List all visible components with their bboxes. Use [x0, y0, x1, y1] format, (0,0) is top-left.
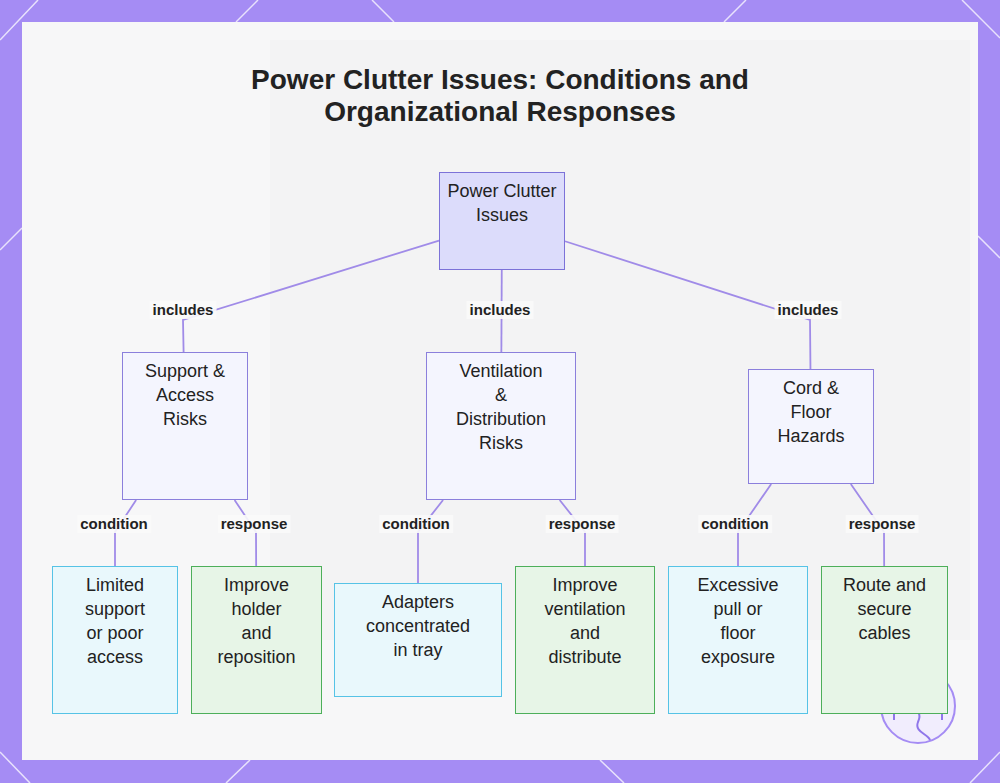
node-label: Excessive pull or floor exposure: [696, 573, 781, 669]
connector: [235, 500, 257, 566]
frame-stroke: [236, 0, 258, 22]
frame-stroke: [600, 760, 624, 783]
edge-label: includes: [775, 301, 842, 319]
node-label: Power Clutter Issues: [445, 179, 559, 227]
process-box: Improve ventilation and distribute: [515, 566, 655, 714]
node-label: Improve holder and reposition: [216, 573, 297, 669]
process-box: Route and secure cables: [821, 566, 948, 714]
process-box: Excessive pull or floor exposure: [668, 566, 808, 714]
diagram-title: Power Clutter Issues: Conditions and Org…: [180, 64, 820, 128]
node-label: Adapters concentrated in tray: [362, 590, 474, 662]
frame-stroke: [724, 0, 746, 22]
process-box: Adapters concentrated in tray: [334, 583, 502, 697]
frame-stroke: [0, 228, 22, 250]
edge-label: condition: [698, 515, 772, 533]
connector: [183, 241, 439, 352]
process-box: Support & Access Risks: [122, 352, 248, 500]
process-box: Power Clutter Issues: [439, 172, 565, 270]
edge-label: condition: [77, 515, 151, 533]
edge-label: condition: [379, 515, 453, 533]
process-box: Cord & Floor Hazards: [748, 369, 874, 484]
connector: [560, 500, 585, 566]
canvas: [22, 22, 978, 760]
node-label: Cord & Floor Hazards: [766, 376, 856, 448]
frame-stroke: [978, 236, 1000, 258]
edge-label: response: [846, 515, 919, 533]
edge-label: response: [218, 515, 291, 533]
node-label: Support & Access Risks: [135, 359, 235, 431]
edge-label: includes: [150, 301, 217, 319]
edge-label: includes: [467, 301, 534, 319]
title-block: Power Clutter Issues: Conditions and Org…: [180, 64, 820, 128]
node-label: Limited support or poor access: [78, 573, 153, 669]
background-blur: [270, 40, 970, 640]
process-box: Ventilation & Distribution Risks: [426, 352, 576, 500]
process-box: Improve holder and reposition: [191, 566, 322, 714]
node-label: Ventilation & Distribution Risks: [454, 359, 549, 455]
frame-stroke: [226, 760, 250, 783]
edge-label: response: [546, 515, 619, 533]
process-box: Limited support or poor access: [52, 566, 178, 714]
frame-stroke: [372, 0, 394, 22]
node-label: Route and secure cables: [837, 573, 932, 645]
connector: [418, 500, 443, 583]
connector: [115, 500, 136, 566]
node-label: Improve ventilation and distribute: [538, 573, 633, 669]
